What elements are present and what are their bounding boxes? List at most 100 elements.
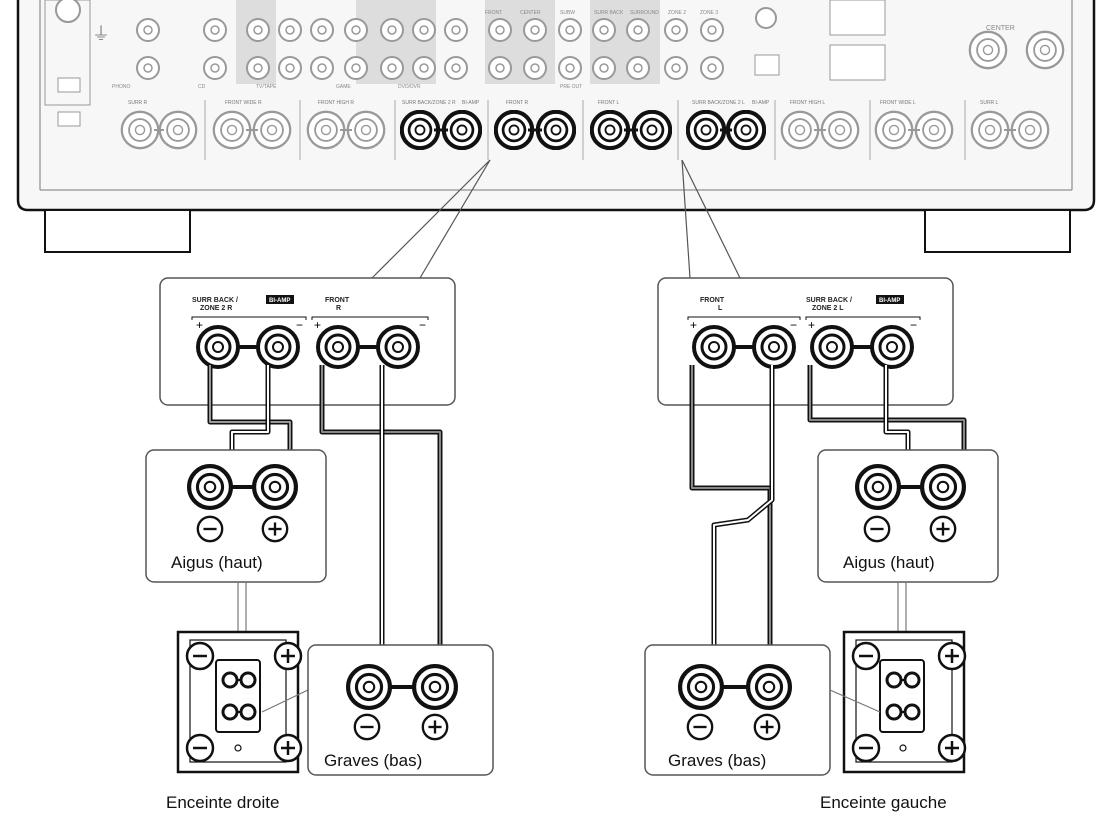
plus-icon <box>937 641 967 671</box>
left-panel-label-2b: R <box>336 305 341 312</box>
receiver-row-label: FRONT L <box>598 100 620 106</box>
right-panel-post-3 <box>810 325 854 369</box>
receiver-row-label: BI-AMP <box>462 100 480 106</box>
right-panel-label-2a: SURR BACK / <box>806 297 852 304</box>
minus-icon <box>185 641 215 671</box>
receiver-row-label: FRONT WIDE R <box>225 100 262 106</box>
receiver-top-label: SUBW <box>560 10 575 16</box>
left-panel-biamp-tag: BI-AMP <box>269 298 290 304</box>
right-panel-post-1 <box>692 325 736 369</box>
left-panel-post-2 <box>256 325 300 369</box>
receiver-top-label: SURROUND <box>630 10 659 16</box>
receiver-speaker-terminal <box>402 112 438 148</box>
receiver-row-label: SURR R <box>128 100 148 106</box>
left-panel-label-2a: FRONT <box>325 297 350 304</box>
right-speaker-tweeter-post-neg <box>189 466 231 508</box>
receiver-top-right-label: CENTER <box>986 25 1015 32</box>
plus-icon <box>929 515 957 543</box>
receiver-foot-right <box>924 209 1071 253</box>
left-terminal-panel: SURR BACK / ZONE 2 R BI-AMP FRONT R + − … <box>159 277 456 406</box>
receiver-row-label: SURR L <box>980 100 999 106</box>
minus-icon <box>185 733 215 763</box>
plus-icon <box>273 641 303 671</box>
receiver-speaker-terminal <box>158 110 198 150</box>
right-panel-biamp-tag: BI-AMP <box>879 298 900 304</box>
left-speaker-woofer-post-pos <box>748 666 790 708</box>
right-speaker-caption: Enceinte droite <box>166 793 279 812</box>
svg-text:+: + <box>690 318 697 332</box>
receiver-top-label: ZONE 3 <box>700 10 718 16</box>
minus-icon <box>196 515 224 543</box>
minus-icon <box>851 641 881 671</box>
receiver-row-label: FRONT WIDE L <box>880 100 916 106</box>
receiver-speaker-terminal <box>252 110 292 150</box>
receiver-speaker-terminal <box>538 112 574 148</box>
callout-lines <box>371 159 741 279</box>
plus-icon <box>937 733 967 763</box>
left-speaker-tweeter-post-pos <box>922 466 964 508</box>
right-panel-post-2 <box>752 325 796 369</box>
left-speaker-group: Aigus (haut) Graves (bas) Enceinte gauch… <box>644 449 999 812</box>
minus-icon <box>863 515 891 543</box>
minus-icon <box>353 713 381 741</box>
receiver-row-label: BI-AMP <box>752 100 770 106</box>
receiver-speaker-terminal <box>1010 110 1050 150</box>
left-panel-label-1b: ZONE 2 R <box>200 305 232 312</box>
plus-icon <box>753 713 781 741</box>
receiver-row-label: FRONT HIGH R <box>318 100 354 106</box>
left-speaker-tweeter-label: Aigus (haut) <box>843 553 935 572</box>
svg-text:+: + <box>196 318 203 332</box>
receiver-speaker-terminal <box>780 110 820 150</box>
receiver-speaker-terminal <box>212 110 252 150</box>
receiver-row-label: SURR BACK/ZONE 2 L <box>692 100 745 106</box>
right-speaker-woofer-post-pos <box>414 666 456 708</box>
receiver-top-label: CD <box>198 84 206 90</box>
receiver-top-label: FRONT <box>485 10 502 16</box>
plus-icon <box>273 733 303 763</box>
receiver-speaker-terminal <box>634 112 670 148</box>
receiver-speaker-terminal <box>306 110 346 150</box>
receiver-row-label: FRONT R <box>506 100 529 106</box>
receiver-speaker-terminal <box>874 110 914 150</box>
right-panel-label-1a: FRONT <box>700 297 725 304</box>
plus-icon <box>261 515 289 543</box>
receiver-speaker-terminal <box>592 112 628 148</box>
right-speaker-woofer-label: Graves (bas) <box>324 751 422 770</box>
receiver-row-label: SURR BACK/ZONE 2 R <box>402 100 456 106</box>
receiver-top-label: PHONO <box>112 84 130 90</box>
svg-text:+: + <box>314 318 321 332</box>
minus-icon <box>851 733 881 763</box>
ground-icon: ⏚ <box>92 24 110 44</box>
right-speaker-tweeter-label: Aigus (haut) <box>171 553 263 572</box>
receiver-speaker-terminal <box>820 110 860 150</box>
svg-text:−: − <box>790 318 797 332</box>
svg-text:−: − <box>910 318 917 332</box>
plus-icon <box>421 713 449 741</box>
receiver-top-label: PRE OUT <box>560 84 582 90</box>
svg-text:+: + <box>808 318 815 332</box>
right-speaker-group: Aigus (haut) Graves (bas) Enceinte droit… <box>145 449 494 812</box>
receiver-speaker-terminal <box>688 112 724 148</box>
receiver-speaker-terminal <box>970 110 1010 150</box>
minus-icon <box>686 713 714 741</box>
receiver-top-label: GAME <box>336 84 351 90</box>
left-speaker-woofer-label: Graves (bas) <box>668 751 766 770</box>
receiver-foot-left <box>44 209 191 253</box>
receiver-row-label: FRONT HIGH L <box>790 100 825 106</box>
receiver-top-label: TV/TAPE <box>256 84 277 90</box>
left-panel-post-4 <box>376 325 420 369</box>
left-panel-post-3 <box>316 325 360 369</box>
right-panel-label-2b: ZONE 2 L <box>812 305 844 312</box>
receiver-top-label: ZONE 2 <box>668 10 686 16</box>
receiver-speaker-terminal <box>120 110 160 150</box>
receiver-top-label: SURR BACK <box>594 10 624 16</box>
receiver-speaker-terminal <box>346 110 386 150</box>
receiver-speaker-terminal <box>914 110 954 150</box>
receiver-speaker-terminal <box>444 112 480 148</box>
right-panel-label-1b: L <box>718 305 723 312</box>
right-terminal-panel: FRONT L SURR BACK / ZONE 2 L BI-AMP + − … <box>657 277 954 406</box>
svg-text:−: − <box>296 318 303 332</box>
receiver-top-label: DVD/DVR <box>398 84 421 90</box>
right-speaker-woofer-post-neg <box>348 666 390 708</box>
